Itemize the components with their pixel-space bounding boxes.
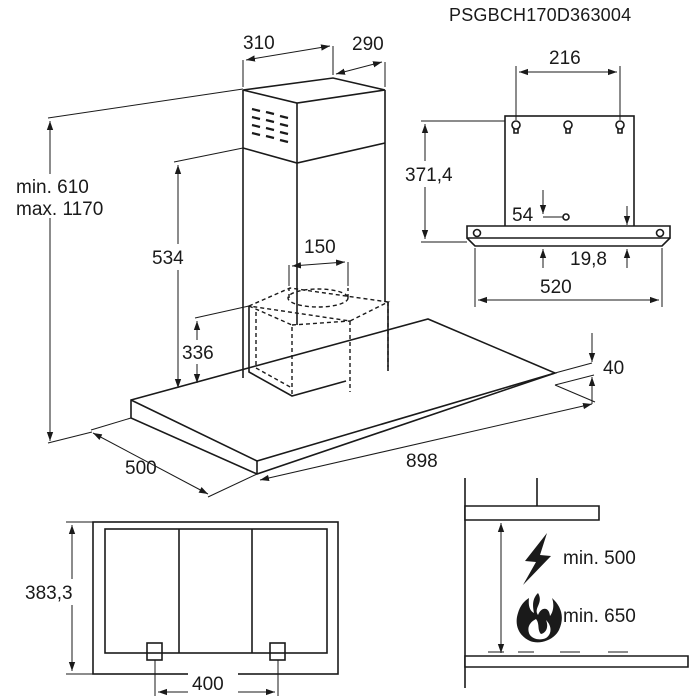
dim-height-min: min. 610: [16, 177, 89, 198]
electric-clearance-label: min. 500: [563, 548, 636, 569]
dim-canopy-width: 898: [406, 451, 438, 472]
main-hood-view: 310 290 min. 610 max. 1170 534 150 336 4…: [14, 33, 624, 498]
dim-bracket-height: 371,4: [405, 165, 453, 186]
dim-chimney-depth: 290: [352, 34, 384, 55]
dim-underside-depth: 383,3: [25, 583, 73, 604]
dim-plate-offset: 19,8: [570, 249, 607, 270]
gas-clearance-label: min. 650: [563, 606, 636, 627]
dim-motor-height: 336: [182, 343, 214, 364]
dim-hole-spacing: 216: [549, 48, 581, 69]
dim-plate-width: 520: [540, 277, 572, 298]
bracket-holes: [511, 120, 625, 134]
dim-height-max: max. 1170: [16, 199, 103, 220]
chimney: [242, 77, 389, 378]
product-code: PSGBCH170D363004: [449, 5, 631, 25]
dim-chimney-lower: 534: [152, 248, 184, 269]
dim-outlet: 150: [304, 237, 336, 258]
dim-canopy-depth: 500: [125, 458, 157, 479]
clearance-view: min. 500 min. 650: [464, 478, 689, 688]
wall-bracket: [504, 115, 635, 229]
lightning-icon: [523, 533, 551, 585]
bracket-view: 216 371,4 54 19,8 520: [403, 48, 671, 307]
dim-canopy-thickness: 40: [603, 358, 624, 379]
vent-slots: [251, 107, 289, 144]
dim-chimney-width: 310: [243, 33, 275, 54]
dim-screw-offset: 54: [512, 205, 534, 226]
flame-icon: [516, 593, 562, 643]
hood-underside: [92, 521, 339, 675]
dim-light-spacing: 400: [192, 674, 224, 695]
underside-view: 383,3 400: [23, 521, 339, 696]
